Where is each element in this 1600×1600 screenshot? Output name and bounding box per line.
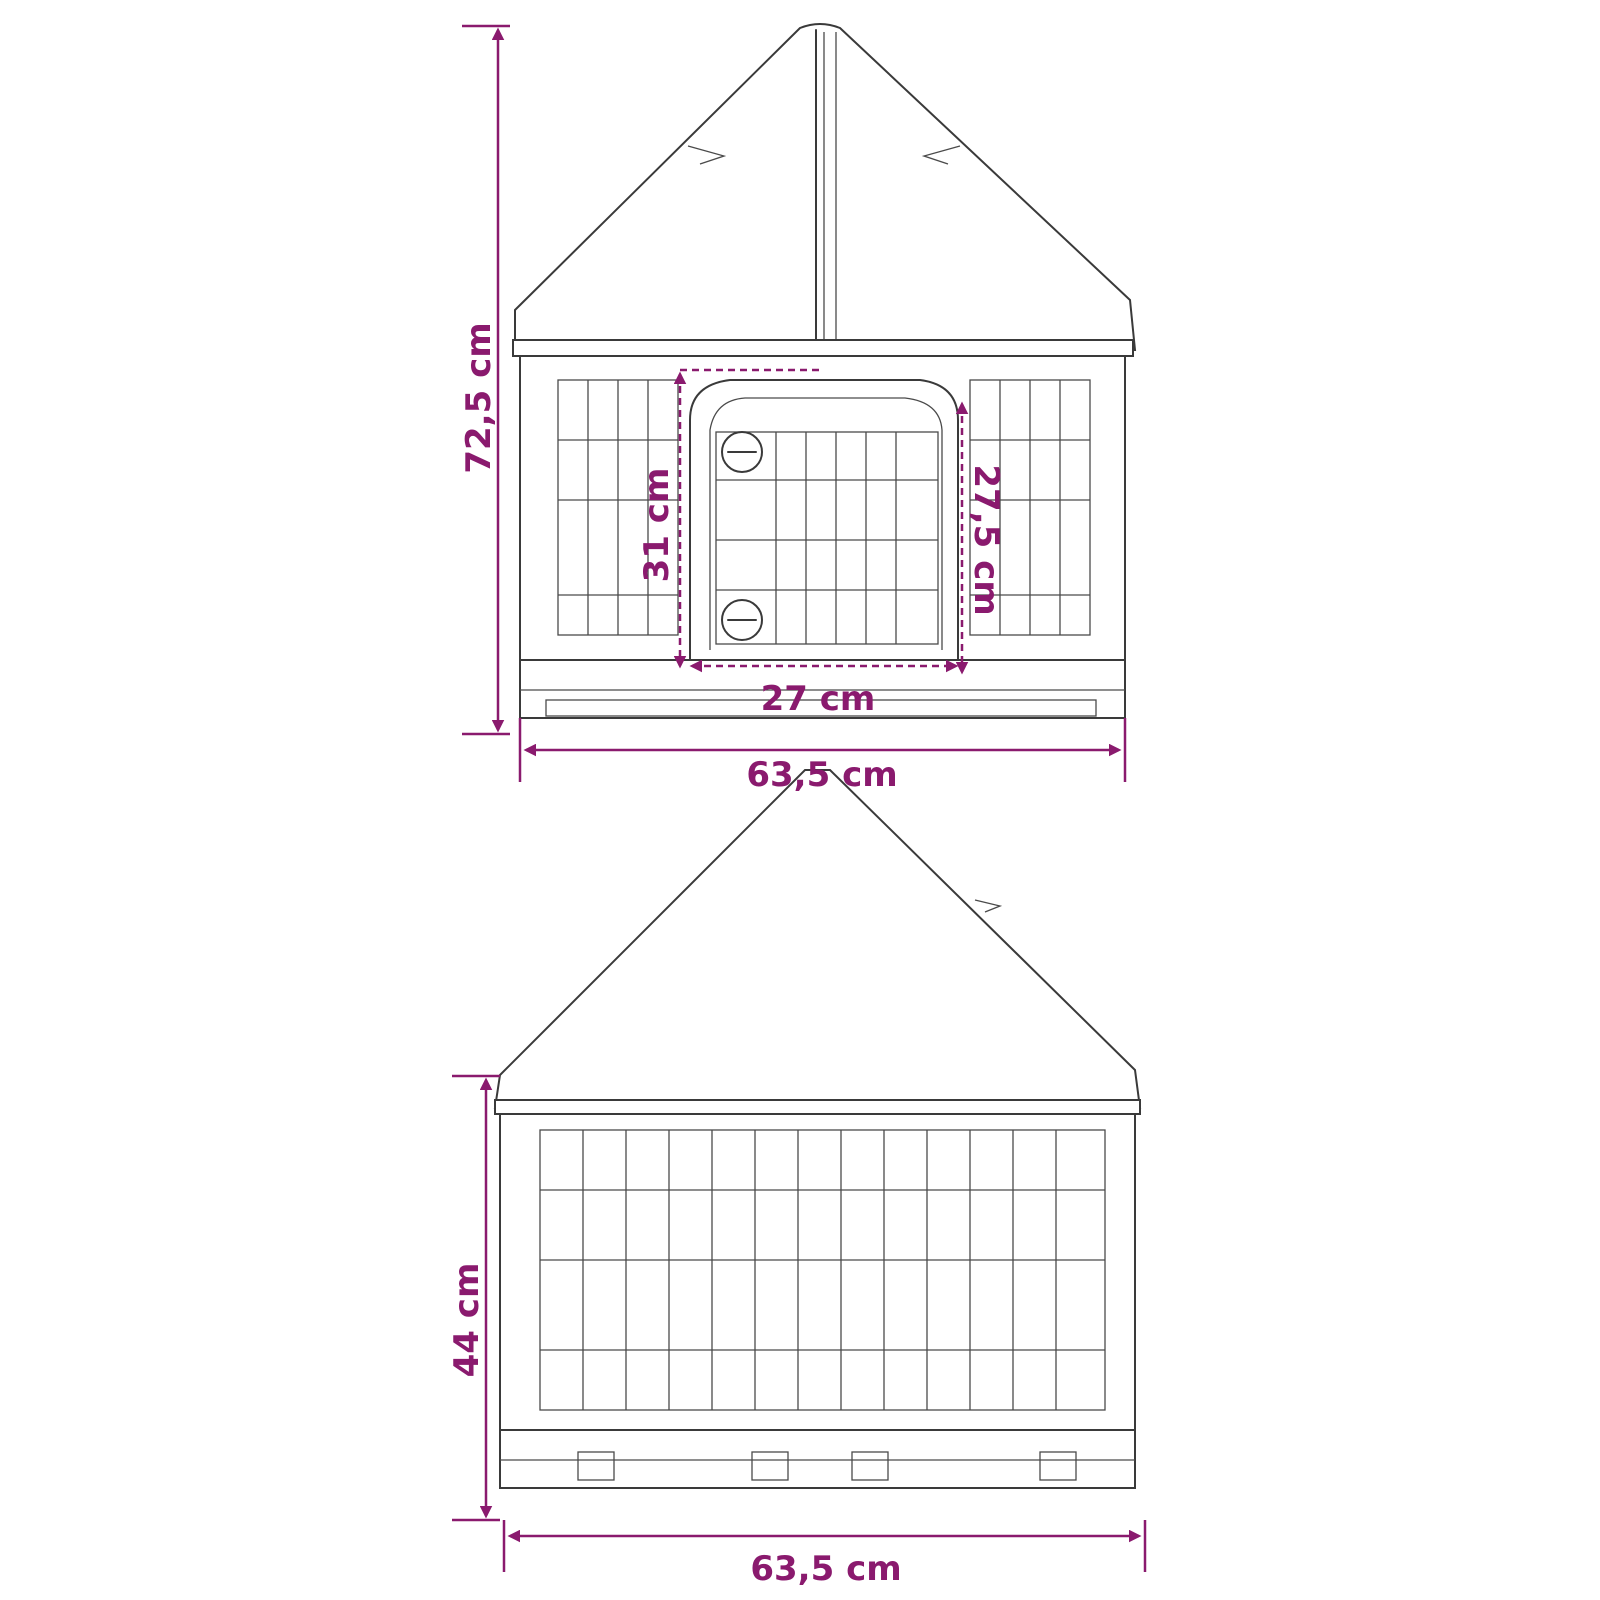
dim-base-height: 44 cm bbox=[447, 1074, 500, 1522]
dim-door-height-label: 31 cm bbox=[637, 468, 677, 583]
dim-door-inner-height: 27,5 cm bbox=[955, 401, 1006, 675]
dim-total-height: 72,5 cm bbox=[459, 24, 510, 736]
dim-door-width: 27 cm bbox=[689, 659, 959, 719]
dim-door-width-label: 27 cm bbox=[761, 679, 876, 719]
dim-door-inner-height-label: 27,5 cm bbox=[966, 464, 1006, 615]
dim-bottom-width-label: 63,5 cm bbox=[750, 1549, 901, 1589]
dim-base-height-label: 44 cm bbox=[447, 1263, 487, 1378]
front-view-crate bbox=[512, 23, 1137, 719]
dim-door-height: 31 cm bbox=[637, 368, 822, 669]
side-view-crate bbox=[493, 769, 1142, 1489]
dim-total-height-label: 72,5 cm bbox=[459, 322, 499, 473]
dim-top-width: 63,5 cm bbox=[518, 718, 1127, 795]
dim-top-width-label: 63,5 cm bbox=[746, 755, 897, 795]
dim-bottom-width: 63,5 cm bbox=[502, 1520, 1147, 1589]
